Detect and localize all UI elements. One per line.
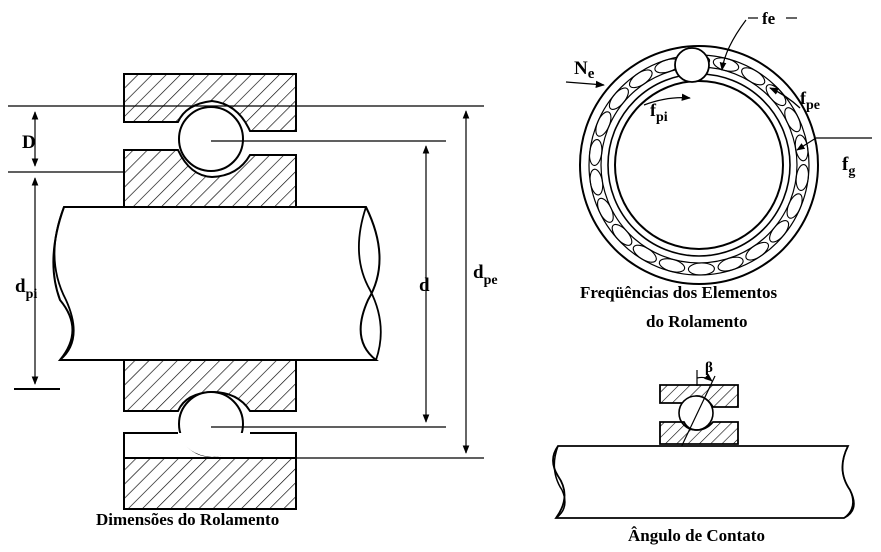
roller-element <box>717 256 744 272</box>
roller-element <box>765 84 787 107</box>
shaft <box>52 206 381 361</box>
roller-element <box>608 87 629 110</box>
label-D: D <box>22 132 36 153</box>
label-Ne: Ne <box>574 58 595 82</box>
roller-element <box>632 244 657 263</box>
roller-cage <box>588 54 810 276</box>
fpe-arrow <box>769 87 801 109</box>
upper-ball <box>178 106 244 172</box>
label-dpe: dpe <box>473 262 498 288</box>
caption-frequencies-line2: do Rolamento <box>646 312 748 331</box>
contact-lower-race <box>659 421 739 445</box>
roller-element <box>595 111 612 137</box>
contact-shaft <box>552 445 855 519</box>
label-beta: β <box>705 360 713 376</box>
label-d: d <box>419 275 430 296</box>
label-fe: fe <box>762 9 776 28</box>
roller-element <box>784 107 801 133</box>
roller-element <box>687 262 715 276</box>
roller-element <box>786 193 803 219</box>
roller-element <box>597 197 614 223</box>
fpi-arrow <box>643 93 691 106</box>
bearing-dimensions-diagram: D dpi d dpe <box>8 73 498 510</box>
caption-frequencies-line1: Freqüências dos Elementos <box>580 283 778 302</box>
roller-element <box>589 168 604 196</box>
roller-element <box>658 258 686 273</box>
caption-dimensions: Dimensões do Rolamento <box>96 510 280 529</box>
ne-arrow <box>565 80 605 88</box>
label-dpi: dpi <box>15 276 37 302</box>
bearing-frequencies-diagram: Ne fe fpe fpi fg <box>565 9 872 285</box>
label-fg: fg <box>842 154 855 179</box>
upper-inner-race <box>123 149 297 208</box>
roller-element <box>588 139 603 166</box>
roller-element <box>745 241 770 261</box>
label-fpi: fpi <box>650 100 668 125</box>
top-ball <box>674 47 710 83</box>
contact-line <box>675 375 716 459</box>
roller-element <box>795 164 810 191</box>
contact-angle-diagram: β <box>552 360 855 519</box>
caption-contact-angle: Ângulo de Contato <box>628 526 765 545</box>
label-fpe: fpe <box>800 88 820 113</box>
roller-element <box>794 134 809 162</box>
lower-outer-race <box>123 457 297 510</box>
upper-outer-race <box>123 73 297 132</box>
roller-element <box>628 69 653 89</box>
roller-element <box>769 220 790 243</box>
roller-element <box>741 67 766 86</box>
roller-element <box>611 223 633 246</box>
